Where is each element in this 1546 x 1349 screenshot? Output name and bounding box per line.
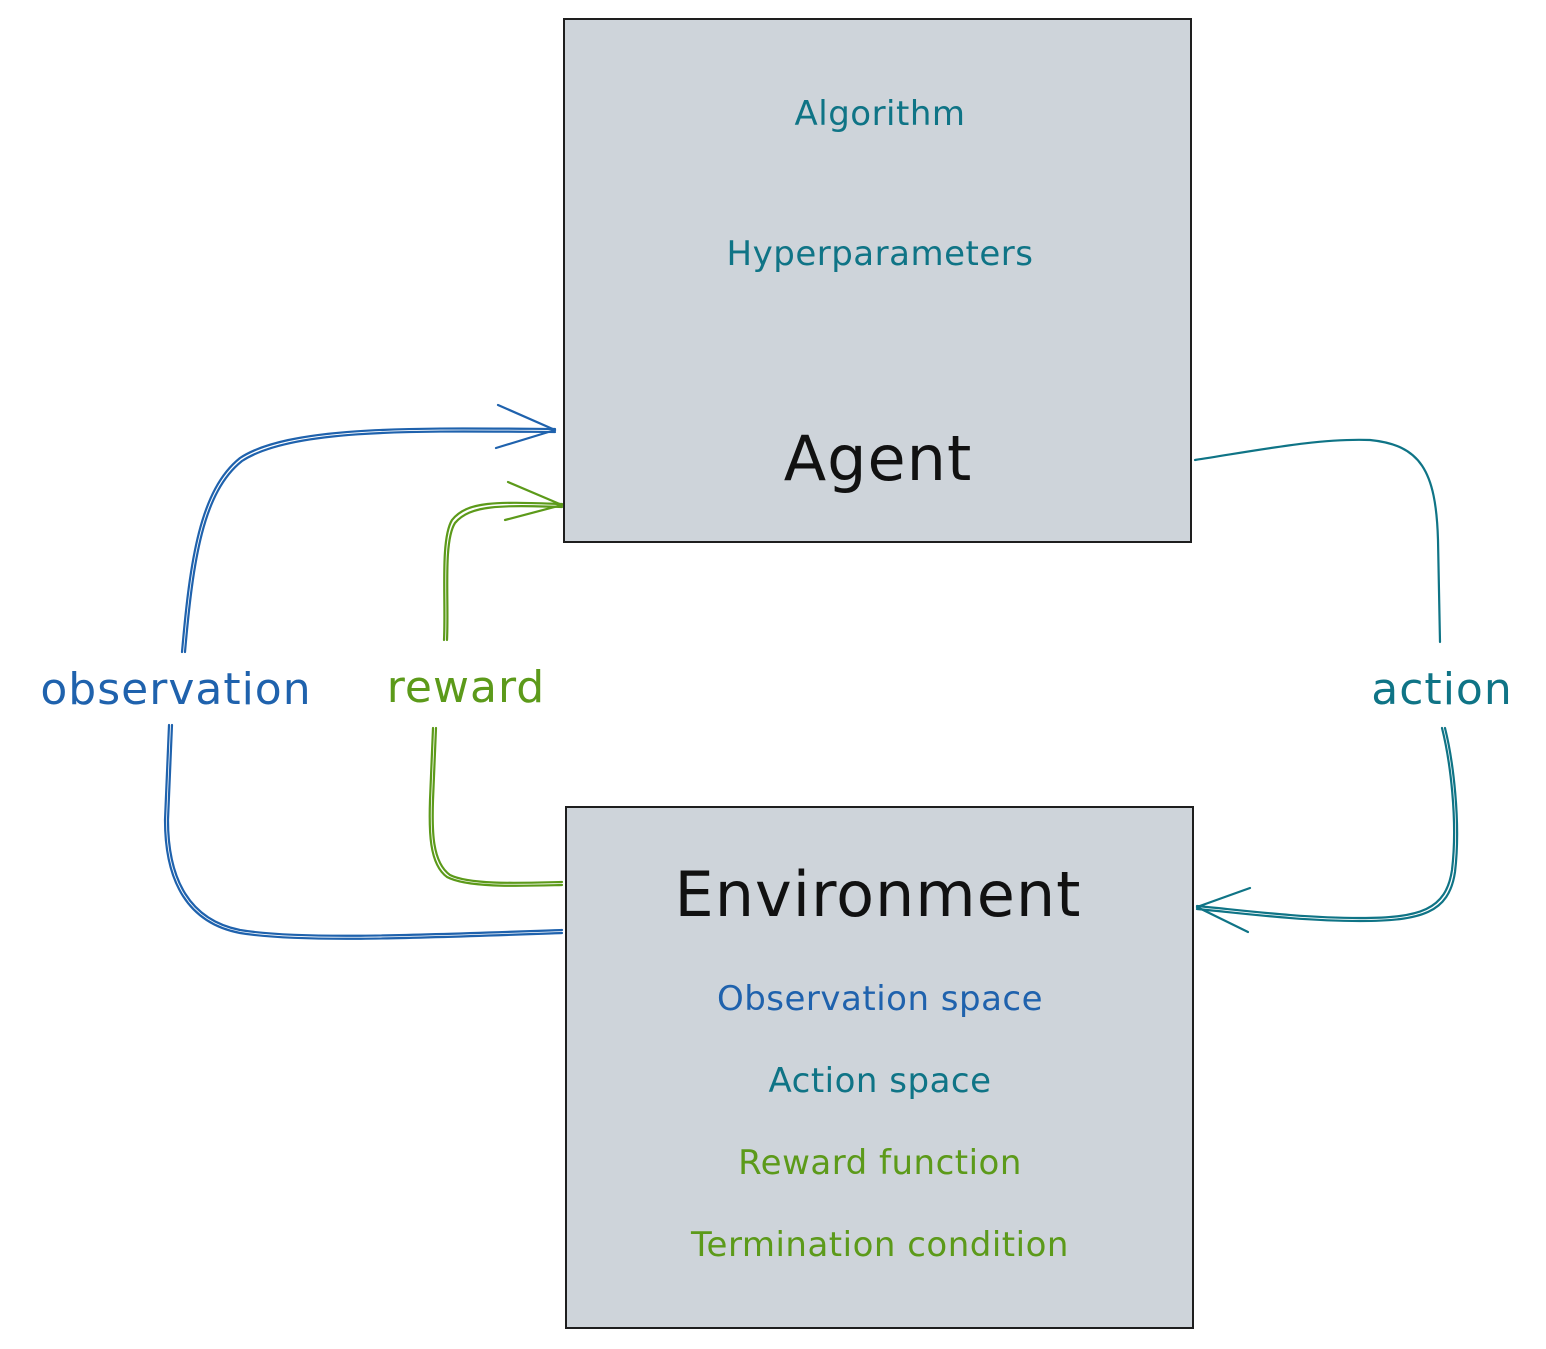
environment-item-observation-space: Observation space [716,979,1044,1019]
agent-item-algorithm: Algorithm [794,94,966,134]
environment-title: Environment [674,858,1082,931]
environment-item-reward-function: Reward function [738,1143,1022,1183]
environment-item-termination-condition: Termination condition [691,1225,1069,1265]
observation-arrow [163,403,564,940]
agent-box [563,18,1192,543]
environment-item-action-space: Action space [768,1061,992,1101]
agent-title: Agent [783,422,973,495]
environment-box [565,806,1194,1329]
agent-item-hyperparameters: Hyperparameters [726,234,1034,274]
action-arrow [1193,438,1459,934]
edge-label-reward: reward [386,662,546,713]
reward-arrow [428,480,564,887]
edge-label-observation: observation [40,664,312,715]
edge-label-action: action [1371,664,1513,715]
